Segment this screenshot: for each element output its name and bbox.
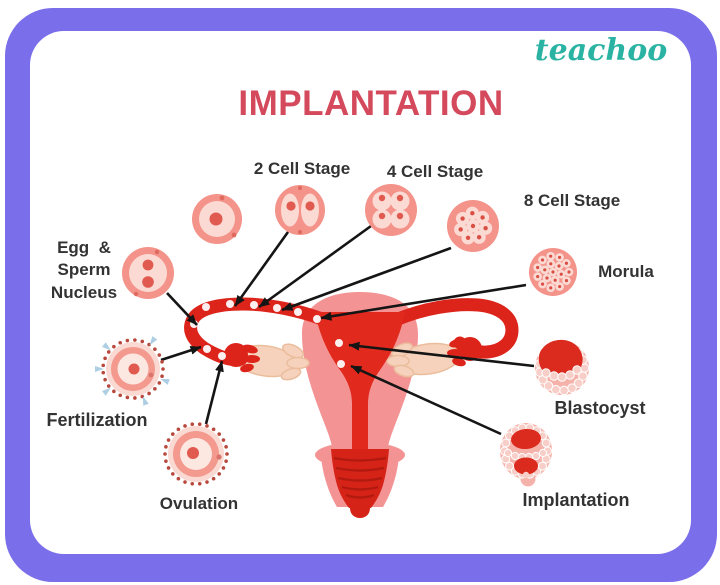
cervix-tip xyxy=(350,508,370,518)
right-tube-end xyxy=(447,337,482,367)
left-tube-end xyxy=(224,343,260,373)
implantation-embryo-illustration xyxy=(500,423,552,487)
pointer-arrows xyxy=(160,224,535,436)
label-morula: Morula xyxy=(598,262,654,281)
morula-illustration xyxy=(529,248,577,296)
eight-cell-stage-illustration xyxy=(447,200,499,252)
label-blastocyst: Blastocyst xyxy=(554,398,646,418)
uterus-illustration xyxy=(184,292,519,518)
blastocyst-illustration xyxy=(535,339,590,396)
four-cell-stage-illustration xyxy=(365,184,417,236)
two-cell-stage-illustration xyxy=(275,185,325,235)
label-four-cell-stage: 4 Cell Stage xyxy=(386,162,484,181)
ovulation-egg-illustration xyxy=(163,422,229,486)
label-fertilization: Fertilization xyxy=(46,410,148,430)
label-implantation: Implantation xyxy=(522,490,630,510)
page-title: IMPLANTATION xyxy=(238,84,504,123)
label-two-cell-stage: 2 Cell Stage xyxy=(253,159,351,178)
cervix-ridges xyxy=(333,456,387,499)
fertilization-egg-illustration xyxy=(95,336,170,406)
teachoo-logo: teachoo xyxy=(534,33,668,68)
label-eight-cell-stage: 8 Cell Stage xyxy=(523,191,621,210)
cervix xyxy=(331,449,389,508)
label-egg-sperm-nucleus: Egg & Sperm Nucleus xyxy=(50,238,118,302)
egg-sperm-nucleus-illustration xyxy=(122,247,174,299)
label-ovulation: Ovulation xyxy=(159,494,239,513)
zygote-cell-illustration xyxy=(192,194,242,244)
